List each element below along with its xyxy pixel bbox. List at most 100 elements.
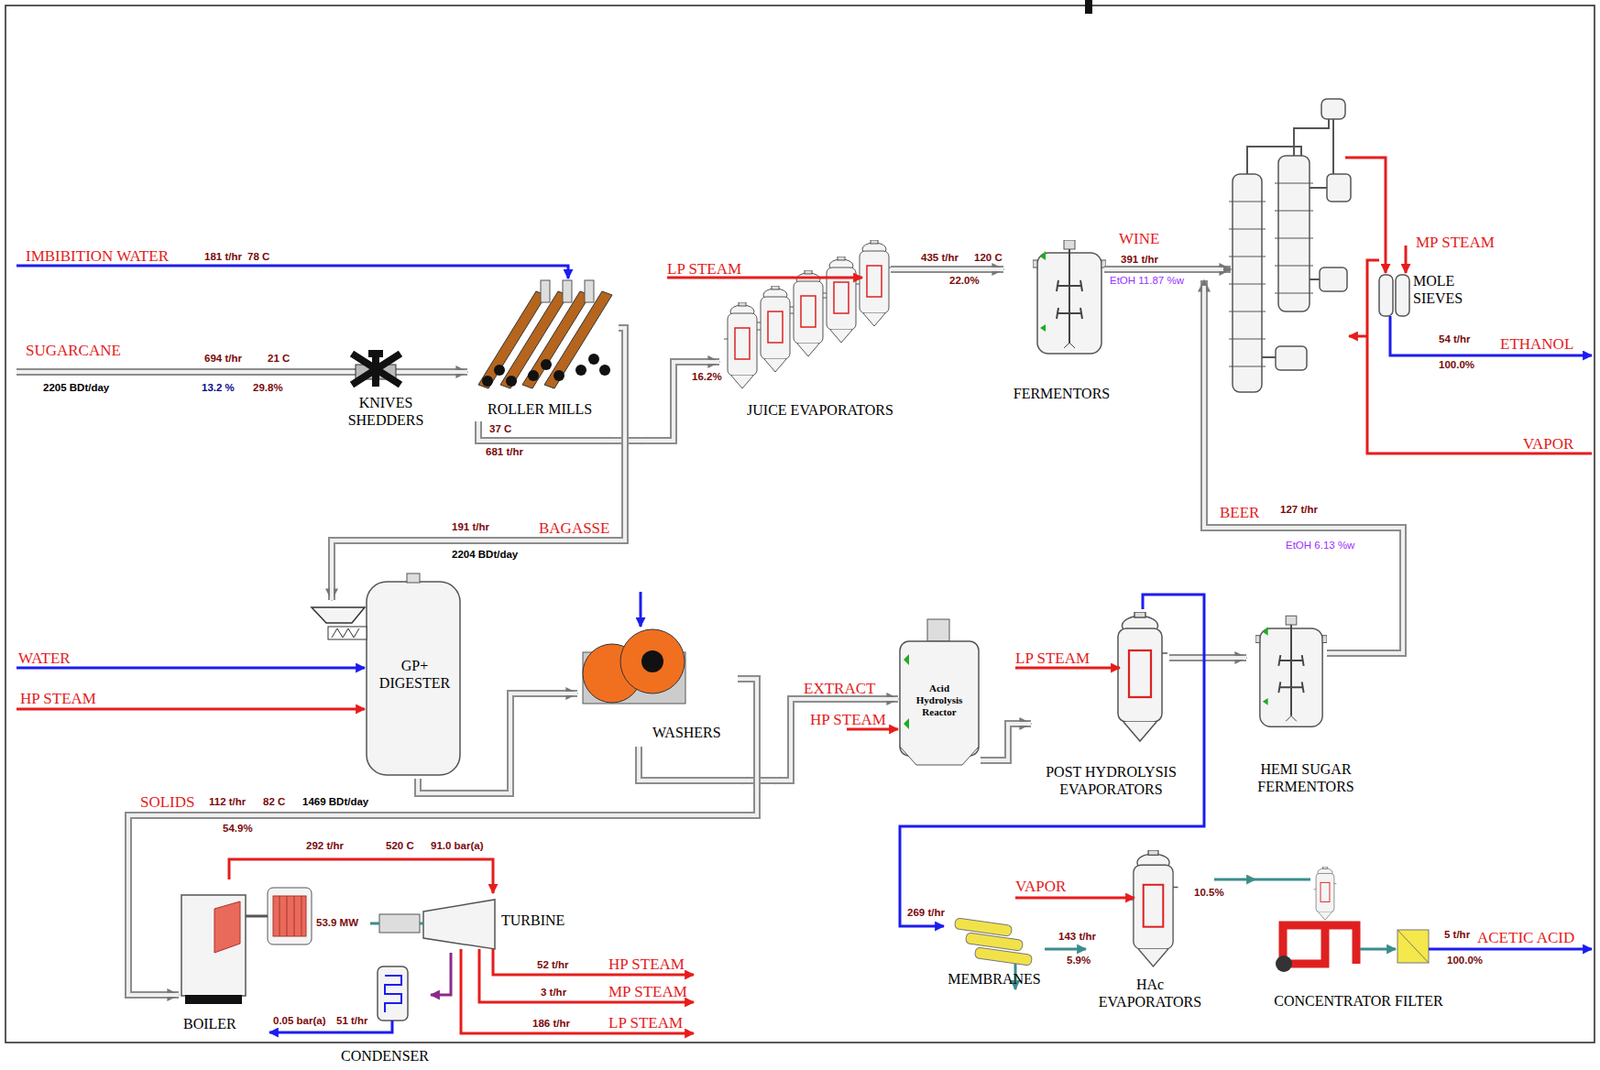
- stream-label: 112 t/hr: [208, 796, 246, 808]
- equipment-label: CONDENSER: [340, 1047, 424, 1065]
- pipe-line: [229, 859, 494, 894]
- equipment-node: MEMBRANES: [943, 911, 1045, 995]
- pipe-core: [430, 370, 468, 374]
- pipe-line: [899, 594, 1205, 927]
- stream-label: 2205 BDt/day: [43, 382, 110, 394]
- equipment-label: CONCENTRATOR FILTER: [1255, 992, 1462, 1010]
- equipment-node: WASHERS: [577, 595, 738, 747]
- stream-label: 100.0%: [1446, 954, 1483, 966]
- pipe-core: [417, 693, 578, 794]
- stream-connector: [478, 361, 720, 441]
- stream-label: 22.0%: [949, 274, 980, 286]
- equipment-label: MEMBRANES: [943, 970, 1045, 988]
- equipment-node: Acid Hydrolysis Reactor: [898, 641, 981, 766]
- pipe-line: [331, 328, 625, 601]
- pipe-core: [1191, 656, 1247, 660]
- pipe-line: [417, 693, 578, 794]
- equipment-label: FERMENTORS: [1003, 384, 1120, 403]
- equipment-node: JUICE EVAPORATORS: [719, 238, 921, 424]
- stream-label: 91.0 bar(a): [430, 840, 484, 852]
- stream-label: 16.2%: [691, 371, 723, 383]
- equipment-label: MOLE SIEVES: [1413, 272, 1485, 307]
- stream-label: ETHANOL: [1500, 335, 1574, 354]
- equipment-label: GP+ DIGESTER: [366, 657, 463, 692]
- stream-label: WINE: [1118, 230, 1160, 249]
- equipment-node: CONCENTRATOR FILTER: [1255, 861, 1462, 1013]
- stream-label: 191 t/hr: [451, 521, 490, 533]
- equipment-node: HEMI SUGAR FERMENTORS: [1246, 609, 1366, 797]
- stream-label: 3 t/hr: [540, 986, 567, 998]
- stream-label: 53.9 MW: [316, 917, 359, 929]
- stream-connector: [417, 693, 578, 794]
- stream-label: 186 t/hr: [532, 1018, 570, 1030]
- stream-label: 181 t/hr: [204, 251, 242, 263]
- stream-label: 37 C: [489, 423, 512, 435]
- stream-label: 10.5%: [1194, 887, 1225, 899]
- pipe-core: [478, 361, 720, 441]
- equipment-label: JUICE EVAPORATORS: [719, 401, 921, 419]
- equipment-label: Acid Hydrolysis Reactor: [910, 682, 968, 720]
- stream-label: 143 t/hr: [1058, 931, 1096, 943]
- stream-label: 1469 BDt/day: [302, 796, 369, 808]
- equipment-label: HEMI SUGAR FERMENTORS: [1246, 760, 1366, 796]
- stream-label: 5.9%: [1066, 954, 1091, 966]
- stream-label: 78 C: [247, 251, 270, 263]
- stream-label: VAPOR: [1015, 877, 1066, 897]
- stream-label: 21 C: [267, 352, 290, 364]
- stream-label: 120 C: [974, 252, 1003, 264]
- stream-connector: [1044, 949, 1086, 951]
- pipe-line: [920, 265, 1004, 274]
- equipment-node: ROLLER MILLS: [467, 261, 619, 422]
- stream-label: 269 t/hr: [907, 907, 945, 919]
- stream-label: WATER: [18, 649, 71, 669]
- stream-label: VAPOR: [1523, 435, 1574, 454]
- pipe-line: [638, 699, 899, 781]
- pipe-line: [1214, 878, 1256, 882]
- stream-label: MP STEAM: [1415, 233, 1495, 253]
- stream-label: HP STEAM: [810, 711, 887, 730]
- stream-label: MP STEAM: [608, 983, 688, 1002]
- stream-label: BEER: [1219, 504, 1260, 523]
- stream-label: IMBIBITION WATER: [25, 247, 169, 266]
- equipment-node: CONDENSER: [340, 948, 431, 1068]
- equipment-node: POST HYDROLYSIS EVAPORATORS: [1030, 609, 1192, 800]
- stream-name: BAGASSE: [538, 519, 610, 538]
- pipe-line: [478, 361, 720, 441]
- stream-connector: [430, 953, 451, 996]
- equipment-label: ROLLER MILLS: [487, 400, 616, 418]
- stream-label: 13.2 %: [201, 382, 235, 394]
- pipe-line: [430, 368, 468, 376]
- equipment-node: HAc EVAPORATORS: [1085, 847, 1215, 1018]
- stream-label: 127 t/hr: [1280, 504, 1318, 516]
- equipment-node: GP+ DIGESTER: [306, 600, 463, 779]
- stream-connector: [229, 859, 494, 894]
- stream-label: 100.0%: [1438, 359, 1475, 371]
- stream-label: 681 t/hr: [485, 446, 524, 458]
- stream-label: 435 t/hr: [920, 252, 959, 264]
- equipment-label: KNIVES SHEDDERS: [340, 394, 431, 429]
- stream-label: HP STEAM: [608, 955, 685, 975]
- stream-connector: [1214, 879, 1256, 881]
- equipment-label: TURBINE: [501, 911, 568, 930]
- pipe-line: [980, 723, 1031, 761]
- equipment-node: TURBINE: [416, 893, 569, 954]
- stream-connector: [128, 679, 757, 996]
- stream-label: 520 C: [385, 840, 415, 852]
- pipe-core: [920, 267, 1004, 272]
- pipe-line: [1191, 654, 1247, 662]
- pipe-core: [128, 679, 757, 996]
- stream-label: LP STEAM: [608, 1014, 683, 1033]
- equipment-label: WASHERS: [652, 723, 738, 742]
- stream-connector: [899, 594, 1205, 927]
- stream-connector: [430, 372, 468, 373]
- stream-label: 0.05 bar(a): [273, 1015, 327, 1027]
- stream-label: 292 t/hr: [306, 840, 344, 852]
- equipment-node: KNIVES SHEDDERS: [340, 348, 431, 433]
- pipe-line: [430, 953, 451, 996]
- stream-label: EtOH 6.13 %w: [1285, 539, 1355, 551]
- pipe-line: [1044, 948, 1086, 952]
- stream-label: 29.8%: [252, 382, 284, 394]
